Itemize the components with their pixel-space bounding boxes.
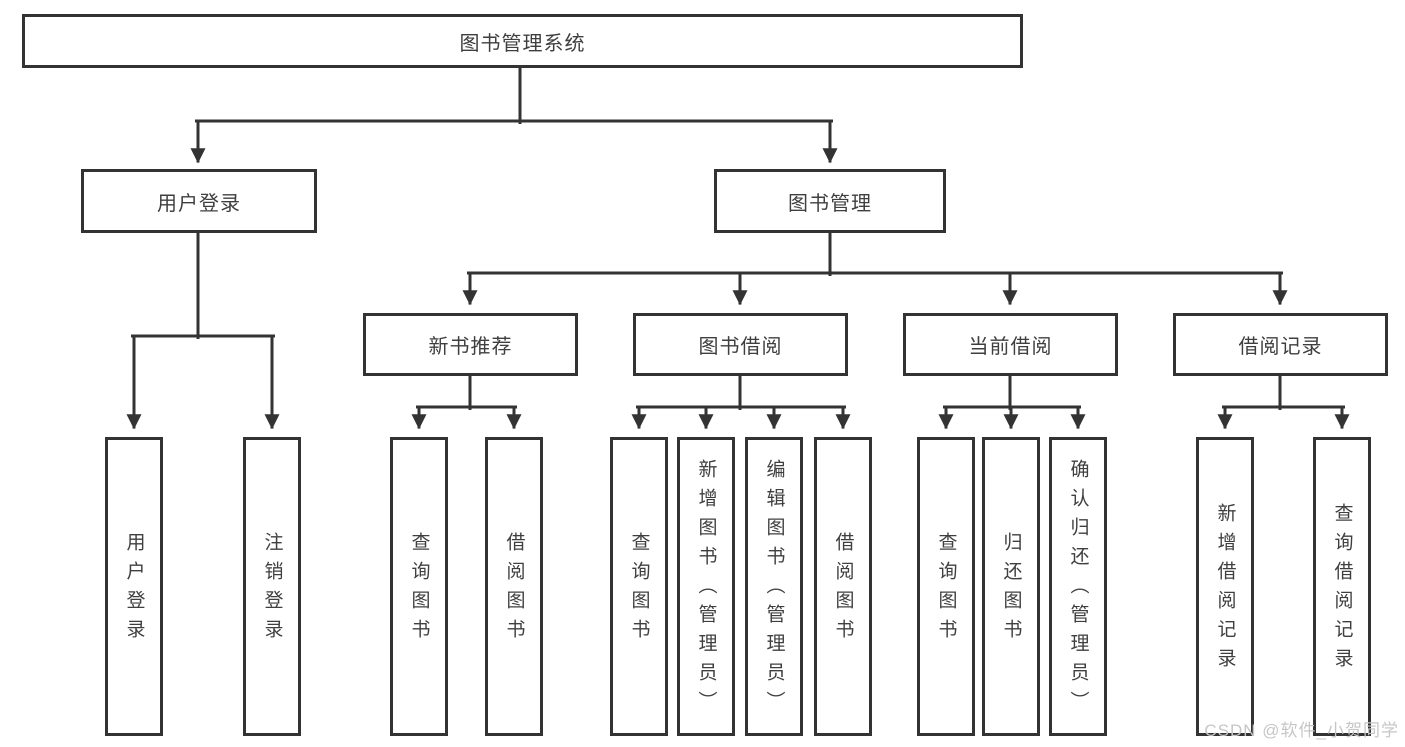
node-user-login: 用户登录 [81, 169, 317, 233]
node-new-book-recommendation: 新书推荐 [363, 313, 578, 376]
node-leaf-query-books-recommend: 查询图书 [390, 437, 448, 736]
node-leaf-query-books-borrow: 查询图书 [610, 437, 668, 736]
connector-new-book-rec-to-leaves [411, 374, 522, 430]
node-leaf-edit-books-admin: 编辑图书（管理员） [745, 437, 803, 736]
connector-borrow-records-to-leaves [1217, 374, 1350, 430]
node-leaf-logout: 注销登录 [243, 437, 301, 736]
node-book-management: 图书管理 [714, 169, 946, 233]
node-book-borrowing: 图书借阅 [633, 313, 848, 376]
node-leaf-confirm-return-admin: 确认归还（管理员） [1049, 437, 1107, 736]
connector-book-borrow-to-leaves [631, 374, 851, 430]
connector-current-borrow-to-leaves [938, 374, 1086, 430]
csdn-watermark: CSDN @软件_小贺同学 [1204, 721, 1399, 740]
node-leaf-query-books-current: 查询图书 [917, 437, 975, 736]
node-leaf-borrow-books: 借阅图书 [814, 437, 872, 736]
node-leaf-add-books-admin: 新增图书（管理员） [677, 437, 735, 736]
connector-book-mgmt-to-level3 [462, 231, 1288, 306]
node-library-management-system: 图书管理系统 [22, 14, 1023, 68]
connector-user-login-to-leaves [126, 231, 280, 430]
node-leaf-return-books: 归还图书 [982, 437, 1040, 736]
node-leaf-query-borrow-record: 查询借阅记录 [1313, 437, 1371, 736]
node-current-borrowing: 当前借阅 [903, 313, 1118, 376]
connector-root-to-level2 [190, 66, 838, 164]
node-borrowing-records: 借阅记录 [1173, 313, 1388, 376]
node-leaf-user-login: 用户登录 [105, 437, 163, 736]
node-leaf-add-borrow-record: 新增借阅记录 [1196, 437, 1254, 736]
node-leaf-borrow-books-recommend: 借阅图书 [485, 437, 543, 736]
